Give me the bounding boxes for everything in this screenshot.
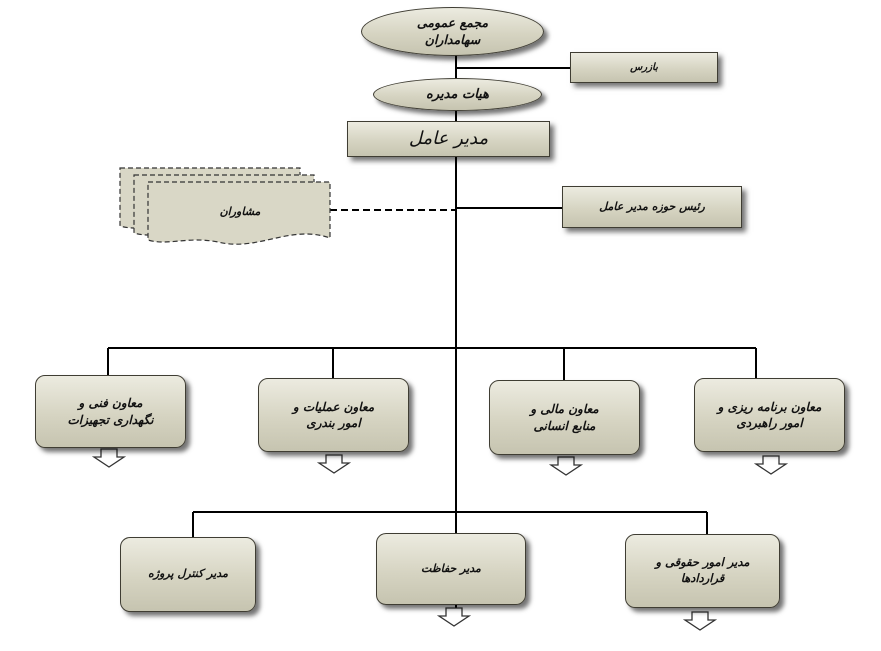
ceo-office-head-node: رئیس حوزه مدیر عامل (562, 186, 742, 228)
vp-finance-node: معاون مالی و منابع انسانی (489, 380, 640, 455)
ceo-office-head-label: رئیس حوزه مدیر عامل (599, 199, 705, 213)
down-arrow-icon (436, 607, 472, 627)
ceo-label: مدیر عامل (408, 127, 489, 149)
board-label: هیات مدیره (426, 86, 489, 102)
advisors-doc-front (147, 181, 331, 245)
vp-technical-label: معاون فنی و نگهداری تجهیزات (67, 396, 154, 427)
down-arrow-icon (682, 611, 718, 631)
vp-technical-node: معاون فنی و نگهداری تجهیزات (35, 375, 186, 448)
general-assembly-label: مجمع عمومی سهامداران (416, 14, 489, 47)
vp-planning-node: معاون برنامه ریزی و امور راهبردی (694, 378, 845, 452)
vp-planning-label: معاون برنامه ریزی و امور راهبردی (717, 399, 822, 430)
vp-operations-label: معاون عملیات و امور بندری (292, 399, 375, 430)
mgr-legal-node: مدیر امور حقوقی و قراردادها (625, 534, 780, 608)
board-node: هیات مدیره (373, 78, 542, 111)
ceo-node: مدیر عامل (347, 121, 550, 157)
mgr-legal-label: مدیر امور حقوقی و قراردادها (655, 555, 750, 585)
inspector-node: بازرس (570, 52, 718, 83)
down-arrow-icon (91, 448, 127, 468)
mgr-project-control-node: مدیر کنترل پروژه (120, 537, 256, 612)
mgr-security-node: مدیر حفاظت (376, 533, 526, 605)
down-arrow-icon (753, 455, 789, 475)
mgr-project-control-label: مدیر کنترل پروژه (148, 567, 228, 581)
general-assembly-node: مجمع عمومی سهامداران (361, 7, 544, 56)
inspector-label: بازرس (630, 61, 658, 73)
vp-operations-node: معاون عملیات و امور بندری (258, 378, 409, 452)
down-arrow-icon (548, 456, 584, 476)
vp-finance-label: معاون مالی و منابع انسانی (530, 402, 599, 433)
mgr-security-label: مدیر حفاظت (421, 561, 481, 575)
advisors-label: مشاوران (219, 205, 261, 218)
down-arrow-icon (316, 454, 352, 474)
